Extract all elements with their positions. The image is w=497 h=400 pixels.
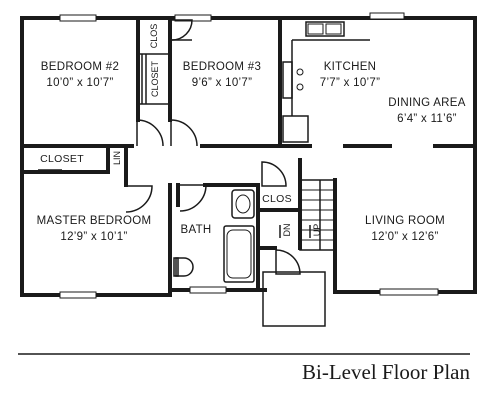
linen-label: LIN: [112, 151, 122, 165]
kitchen-size: 7’7” x 10’7”: [320, 77, 381, 89]
stairs: [279, 179, 336, 251]
stove: [282, 61, 293, 99]
refrigerator: [282, 115, 309, 143]
closets-top: [138, 19, 193, 105]
kitchen-fixtures: [282, 21, 370, 143]
bedroom3-name: BEDROOM #3: [183, 61, 261, 73]
closet-top-label: CLOS: [149, 24, 159, 49]
window-bedroom3: [174, 14, 212, 22]
closet-top-door: [171, 19, 193, 41]
kitchen-sink: [305, 21, 345, 37]
closet-vertical-label: CLOSET: [150, 60, 160, 97]
bedroom2-name: BEDROOM #2: [41, 61, 119, 73]
entry-landing: [262, 271, 326, 327]
living-size: 12’0” x 12’6”: [371, 231, 438, 243]
stair-closet-label: CLOS: [262, 193, 292, 205]
door-bedroom2: [136, 119, 164, 147]
stair-up-label: UP: [312, 224, 322, 237]
plan-title: Bi-Level Floor Plan: [302, 360, 470, 384]
room-labels: BEDROOM #2 10’0” x 10’7” BEDROOM #3 9’6”…: [37, 24, 466, 243]
window-master: [59, 291, 97, 299]
toilet: [175, 257, 194, 277]
window-kitchen: [369, 12, 405, 20]
master-name: MASTER BEDROOM: [37, 215, 152, 227]
kitchen-name: KITCHEN: [324, 61, 377, 73]
bedroom3-size: 9’6” x 10’7”: [192, 77, 253, 89]
window-bath: [189, 286, 227, 294]
exterior-walls: [20, 16, 477, 297]
window-living: [379, 288, 439, 296]
dining-name: DINING AREA: [388, 97, 465, 109]
bath-name: BATH: [180, 224, 211, 236]
window-bedroom2: [59, 14, 97, 22]
windows: [59, 12, 439, 299]
bath-fixtures: [173, 189, 255, 283]
hall-closet-doors: [38, 169, 88, 174]
bathtub: [223, 225, 255, 283]
dining-size: 6’4” x 11’6”: [397, 113, 457, 125]
doors: [125, 119, 301, 275]
bedroom2-size: 10’0” x 10’7”: [46, 77, 113, 89]
door-bath: [179, 184, 207, 212]
master-size: 12’9” x 10’1”: [60, 231, 127, 243]
hall-closet-label: CLOSET: [40, 153, 84, 165]
door-stair-closet: [261, 161, 287, 187]
stair-dn-label: DN: [282, 224, 292, 237]
door-bedroom3: [170, 119, 198, 147]
sink: [231, 189, 255, 219]
door-master: [125, 185, 153, 213]
living-name: LIVING ROOM: [365, 215, 445, 227]
door-entry: [275, 249, 301, 275]
interior-walls: [20, 16, 477, 294]
